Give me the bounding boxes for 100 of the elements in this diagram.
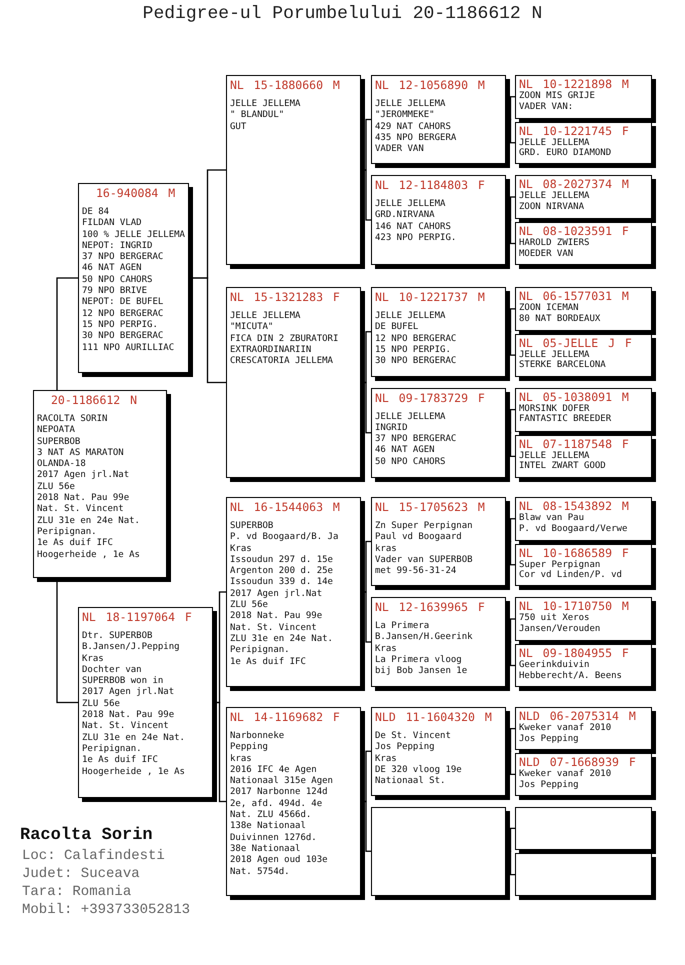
ring-number: 16-940084 M xyxy=(95,186,176,201)
pedigree-note: Jos Pepping xyxy=(375,742,436,754)
pedigree-note: La Primera vloog xyxy=(375,654,463,666)
pedigree-note: ZLU 56e xyxy=(230,600,269,611)
pedigree-note: met 99-56-31-24 xyxy=(375,566,458,578)
pedigree-note: Argenton 200 d. 25e xyxy=(230,566,334,577)
pedigree-note: 3 NAT AS MARATON xyxy=(37,448,125,459)
pedigree-note: 1e As duif IFC xyxy=(37,538,114,550)
pedigree-note: ZLU 56e xyxy=(37,482,76,493)
ring-number: NL 09-1804955 F xyxy=(519,647,630,660)
ring-number: NLD 11-1604320 M xyxy=(375,710,493,725)
pedigree-note: 46 NAT AGEN xyxy=(82,263,143,275)
pedigree-note: Pepping xyxy=(230,742,269,754)
pedigree-note: 37 NPO BERGERAC xyxy=(82,252,164,263)
pedigree-note: 50 NPO CAHORS xyxy=(82,274,154,286)
pedigree-note: Nationaal St. xyxy=(375,776,446,788)
pedigree-note: JELLE JELLEMA xyxy=(375,99,446,110)
pedigree-note: 15 NPO PERPIG. xyxy=(375,344,452,356)
pedigree-note: FILDAN VLAD xyxy=(82,218,143,230)
pedigree-note: Jansen/Verouden xyxy=(519,624,602,634)
ring-number: NLD 07-1668939 F xyxy=(519,756,637,770)
ring-number: NL 06-1577031 M xyxy=(519,290,630,303)
pedigree-note: ZOON NIRVANA xyxy=(519,202,586,212)
pedigree-note: ZOON MIS GRIJE xyxy=(519,91,596,102)
pedigree-note: Issoudun 297 d. 15e xyxy=(230,554,334,566)
pedigree-note: 37 NPO BERGERAC xyxy=(375,434,458,445)
ring-number: NL 18-1197064 F xyxy=(82,610,193,625)
pedigree-note: 30 NPO BERGERAC xyxy=(375,356,458,368)
pedigree-note: 2017 Agen jrl.Nat xyxy=(82,687,176,699)
ring-number: 20-1186612 N xyxy=(50,393,138,408)
pedigree-note: Kras xyxy=(375,754,398,765)
ring-number: NL 08-1023591 F xyxy=(519,225,630,238)
pedigree-note: GUT xyxy=(230,122,248,133)
pedigree-note: JELLE JELLEMA xyxy=(230,311,302,322)
pedigree-note: SUPERBOB xyxy=(230,521,274,532)
pedigree-note: JELLE JELLEMA xyxy=(519,450,590,461)
pedigree-note: 2018 Nat. Pau 99e xyxy=(230,611,324,623)
contact-detail: Mobil: +393733052813 xyxy=(22,902,190,918)
pedigree-note: bij Bob Jansen 1e xyxy=(375,666,468,678)
pedigree-note: EXTRAORDINARIIN xyxy=(230,344,312,356)
pedigree-note: 38e Nationaal xyxy=(230,844,302,855)
pedigree-note: 2017 Agen jrl.Nat xyxy=(230,588,324,600)
pedigree-note: STERKE BARCELONA xyxy=(519,360,607,371)
pedigree-note: Nat. St. Vincent xyxy=(230,622,318,634)
pedigree-note: VADER VAN xyxy=(375,144,425,156)
pedigree-note: 12 NPO BERGERAC xyxy=(375,334,458,345)
pedigree-note: 435 NPO BERGERA xyxy=(375,132,458,144)
pedigree-note: Hoogerheide , 1e As xyxy=(37,550,141,561)
pedigree-note: Jos Pepping xyxy=(519,780,580,790)
ring-number: NL 05-JELLE J F xyxy=(519,336,633,350)
pedigree-note: ZLU 31e en 24e Nat. xyxy=(37,516,141,527)
pedigree-note: Duivinnen 1276d. xyxy=(230,832,318,844)
pedigree-note: MOEDER VAN xyxy=(519,248,574,259)
pedigree-note: Narbonneke xyxy=(230,731,286,742)
pedigree-note: Kras xyxy=(230,544,253,555)
pedigree-note: FANTASTIC BREEDER xyxy=(519,414,612,424)
pedigree-note: Kras xyxy=(82,654,105,665)
pedigree-note: 100 % JELLE JELLEMA xyxy=(82,230,185,241)
pedigree-connector xyxy=(56,277,78,390)
pedigree-note: JELLE JELLEMA xyxy=(375,199,446,210)
pedigree-note: Nationaal 315e Agen xyxy=(230,776,334,787)
pedigree-note: 423 NPO PERPIG. xyxy=(375,232,458,244)
pedigree-note: Hebberecht/A. Beens xyxy=(519,670,623,681)
pedigree-note: "MICUTA" xyxy=(230,322,274,334)
pedigree-note: Nat. ZLU 4566d. xyxy=(230,810,312,821)
ring-number: NL 12-1056890 M xyxy=(375,78,486,93)
pedigree-note: 15 NPO PERPIG. xyxy=(82,320,159,331)
pedigree-note: 50 NPO CAHORS xyxy=(375,456,446,468)
pedigree-note: 138e Nationaal xyxy=(230,821,307,833)
pedigree-note: ZLU 31e en 24e Nat. xyxy=(82,732,186,744)
pedigree-note: Cor vd Linden/P. vd xyxy=(519,570,623,580)
pedigree-note: B.Jansen/J.Pepping xyxy=(82,642,181,654)
pedigree-note: 2017 Agen jrl.Nat xyxy=(37,470,130,482)
ring-number: NL 10-1710750 M xyxy=(519,600,630,613)
pedigree-note: HAROLD ZWIERS xyxy=(519,238,590,248)
pedigree-note: JELLE JELLEMA xyxy=(230,99,302,110)
pedigree-note: 2016 IFC 4e Agen xyxy=(230,764,318,776)
owner-name: Racolta Sorin xyxy=(20,828,153,844)
pedigree-note: "JEROMMEKE" xyxy=(375,110,436,122)
pedigree-note: Nat. St. Vincent xyxy=(37,504,125,516)
pedigree-note: JELLE JELLEMA xyxy=(519,138,590,148)
pedigree-note: Zn Super Perpignan xyxy=(375,521,474,532)
pedigree-note: JELLE JELLEMA xyxy=(519,350,590,360)
pedigree-note: RACOLTA SORIN xyxy=(37,414,108,426)
ring-number: NL 10-1686589 F xyxy=(519,546,630,560)
pedigree-note: JELLE JELLEMA xyxy=(375,412,446,423)
pedigree-note: Blaw van Pau xyxy=(519,513,586,524)
pedigree-note: NEPOT: INGRID xyxy=(82,240,154,252)
pedigree-note: DE 320 vloog 19e xyxy=(375,764,463,776)
pedigree-note: NEPOATA xyxy=(37,425,76,437)
pedigree-note: Kweker vanaf 2010 xyxy=(519,723,612,734)
ring-number: NL 15-1321283 F xyxy=(230,290,341,305)
pedigree-note: 2018 Nat. Pau 99e xyxy=(37,493,130,504)
ring-number: NL 05-1038091 M xyxy=(519,390,630,404)
ring-number: NL 10-1221745 F xyxy=(519,124,630,138)
pedigree-note: P. vd Boogaard/B. Ja xyxy=(230,532,340,544)
pedigree-note: 46 NAT AGEN xyxy=(375,445,436,457)
pedigree-note: VADER VAN: xyxy=(519,102,574,112)
ring-number: NL 15-1880660 M xyxy=(230,78,341,93)
pedigree-note: Peripignan. xyxy=(82,744,143,755)
